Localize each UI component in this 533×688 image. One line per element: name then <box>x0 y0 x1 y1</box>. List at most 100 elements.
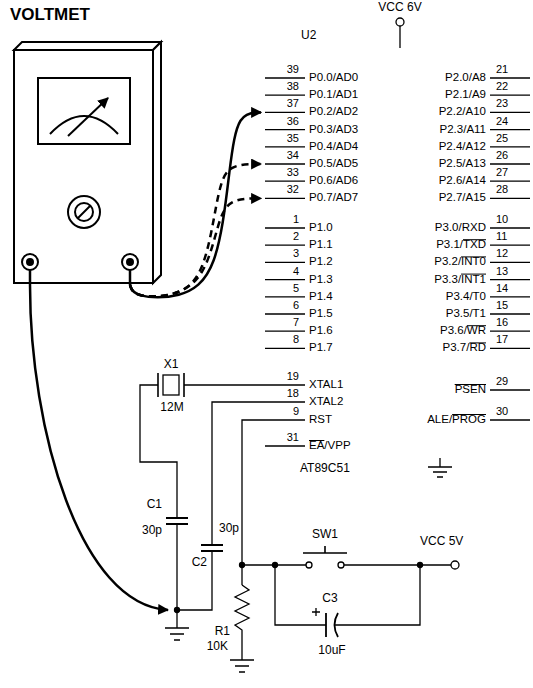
pin-name: P1.6 <box>309 324 333 337</box>
pin-name: P0.6/AD6 <box>309 174 358 187</box>
meter-terminal <box>27 259 33 265</box>
pin-number: 21 <box>496 63 508 76</box>
pin-number: 17 <box>496 333 508 346</box>
pin-line <box>265 198 305 199</box>
pin-number: 33 <box>287 166 299 179</box>
meter-terminal <box>22 254 38 270</box>
crystal-symbol <box>163 375 179 395</box>
pin-name: P2.6/A14 <box>439 174 486 187</box>
pin-name: P2.4/A12 <box>439 140 486 153</box>
meter-terminal <box>122 254 138 270</box>
capacitor-symbol <box>166 518 188 524</box>
pin-number: 29 <box>496 375 508 388</box>
part-name: AT89C51 <box>300 462 350 476</box>
supply-label: VCC 6V <box>378 1 421 15</box>
pin-line <box>265 77 305 78</box>
switch-symbol <box>303 546 347 553</box>
pin-line <box>265 313 305 314</box>
part-reference: X1 <box>164 358 179 372</box>
pin-number: 14 <box>496 282 508 295</box>
meter-terminal <box>127 259 133 265</box>
terminal-lead <box>29 270 32 285</box>
pin-name: P3.3/INT1 <box>434 273 486 286</box>
pin-name: P0.7/AD7 <box>309 191 358 204</box>
pin-name: P2.7/A15 <box>439 191 486 204</box>
pin-name: P1.7 <box>309 341 333 354</box>
meter-case <box>14 42 161 50</box>
pin-line <box>490 95 530 96</box>
pin-number: 34 <box>287 149 299 162</box>
pin-line <box>490 198 530 199</box>
pin-name: P3.7/RD <box>443 341 486 354</box>
pin-number: 16 <box>496 316 508 329</box>
pin-number: 5 <box>293 282 299 295</box>
pin-number: 1 <box>293 213 299 226</box>
pin-line <box>490 389 530 390</box>
part-reference: C3 <box>322 592 337 606</box>
wire <box>212 402 265 545</box>
junction-dot <box>273 563 278 568</box>
pin-name: P1.5 <box>309 307 333 320</box>
pin-line <box>265 445 305 446</box>
pin-number: 18 <box>287 387 299 400</box>
part-reference: C1 <box>147 498 162 512</box>
switch-symbol <box>338 562 344 568</box>
wire <box>344 564 451 565</box>
pin-line <box>490 77 530 78</box>
pin-line <box>265 384 305 385</box>
pin-line <box>265 163 305 164</box>
meter-scale <box>50 116 118 134</box>
pin-line <box>490 227 530 228</box>
pin-name: P0.2/AD2 <box>309 105 358 118</box>
pin-line <box>265 227 305 228</box>
part-value: 12M <box>160 401 183 415</box>
pin-number: 30 <box>496 405 508 418</box>
pin-number: 37 <box>287 97 299 110</box>
part-reference: U2 <box>301 29 316 43</box>
polarity-mark <box>312 608 320 616</box>
pin-number: 39 <box>287 63 299 76</box>
pin-line <box>490 245 530 246</box>
pin-line <box>265 245 305 246</box>
voltmeter-drawing <box>10 40 165 285</box>
pin-name: P1.3 <box>309 273 333 286</box>
pin-number: 19 <box>287 370 299 383</box>
switch-symbol <box>306 562 312 568</box>
wire <box>275 565 326 625</box>
pin-line <box>490 296 530 297</box>
meter-case <box>153 42 161 283</box>
pin-number: 36 <box>287 115 299 128</box>
pin-line <box>265 112 305 113</box>
pin-name: ALE/PROG <box>427 413 486 426</box>
capacitor-symbol <box>325 613 327 637</box>
pin-name: P3.2/INT0 <box>434 255 486 268</box>
pin-line <box>265 348 305 349</box>
pin-number: 31 <box>287 431 299 444</box>
supply-terminal <box>396 18 404 26</box>
pin-number: 22 <box>496 80 508 93</box>
wire <box>184 384 265 385</box>
pin-name: P2.2/A10 <box>439 105 486 118</box>
pin-line <box>490 181 530 182</box>
pin-name: P2.5/A13 <box>439 157 486 170</box>
pin-name: P0.3/AD3 <box>309 123 358 136</box>
pin-line <box>490 112 530 113</box>
meter-knob <box>68 196 100 228</box>
pin-name: RST <box>309 413 332 426</box>
pin-name: P1.0 <box>309 221 333 234</box>
pin-number: 8 <box>293 333 299 346</box>
pin-number: 35 <box>287 132 299 145</box>
pin-number: 10 <box>496 213 508 226</box>
pin-number: 38 <box>287 80 299 93</box>
meter-needle <box>68 98 108 136</box>
part-value: 30p <box>142 524 162 538</box>
resistor-symbol <box>235 585 249 660</box>
meter-window <box>38 78 130 144</box>
pin-number: 26 <box>496 149 508 162</box>
pin-name: PSEN <box>455 383 486 396</box>
pin-name: P1.4 <box>309 290 333 303</box>
part-reference: C2 <box>192 556 207 570</box>
meter-title: VOLTMET <box>10 5 90 25</box>
pin-line <box>265 279 305 280</box>
pin-line <box>265 331 305 332</box>
